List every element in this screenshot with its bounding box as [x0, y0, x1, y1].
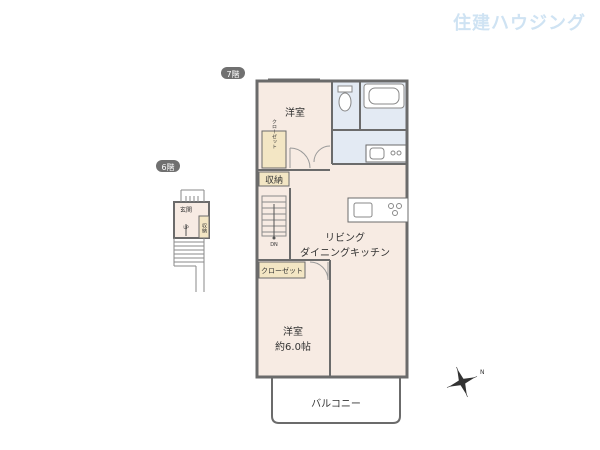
north-compass-icon — [446, 366, 478, 398]
balcony-label: バルコニー — [311, 398, 361, 410]
closet-top-label: クローゼット — [271, 119, 277, 149]
room-dining-kitchen: ダイニングキッチン — [300, 246, 390, 259]
stairs-down-label: DN — [270, 242, 278, 248]
storage-mid-label: 収納 — [265, 174, 283, 186]
room-western-top: 洋室 — [285, 106, 305, 119]
inner-stairs — [261, 195, 287, 240]
bathtub-icon — [363, 83, 405, 109]
windows — [268, 78, 398, 378]
kitchen-counter — [347, 197, 409, 223]
room-western-bottom: 洋室 — [283, 325, 303, 338]
apartment-7f: バルコニー クローゼット 収納 DN クローゼット — [255, 78, 409, 424]
brand-watermark: 住建ハウジング — [453, 13, 586, 34]
wash-basin-icon — [369, 147, 385, 160]
floor-label-6: 6階 — [161, 162, 174, 172]
doors — [289, 145, 331, 281]
entrance-label: 玄関 — [180, 206, 192, 214]
compass-north-letter: N — [480, 369, 485, 376]
closet-bottom-label: クローゼット — [261, 266, 303, 275]
entrance-storage-label: 収納 — [201, 222, 207, 234]
toilet-icon — [337, 85, 353, 112]
floor-badge-6 — [156, 160, 180, 172]
stove-icon — [388, 203, 402, 216]
closet-top — [261, 130, 287, 169]
storage-mid — [258, 171, 290, 187]
closet-bottom — [258, 261, 306, 279]
entrance-block: 玄関 収納 UP — [173, 189, 210, 292]
lower-stairs — [173, 189, 205, 292]
floor-badge-7 — [221, 67, 245, 79]
room-living: リビング — [325, 231, 365, 244]
balcony — [271, 377, 401, 424]
stairs-up-label: UP — [183, 225, 189, 230]
sink-icon — [353, 202, 373, 218]
room-western-bottom-size: 約6.0帖 — [275, 340, 311, 353]
floor-label-7: 7階 — [226, 69, 239, 79]
